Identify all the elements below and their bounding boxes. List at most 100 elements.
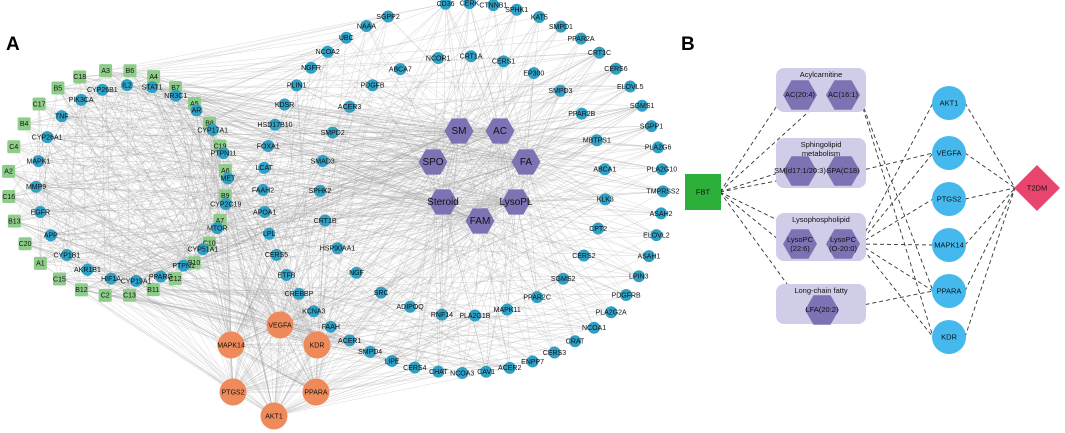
- edge: [183, 265, 317, 393]
- edge: [223, 152, 517, 203]
- edge: [296, 85, 318, 346]
- gene-circle: [468, 309, 481, 322]
- edge: [153, 76, 224, 154]
- core-target-label: VEGFA: [268, 322, 292, 329]
- edge: [8, 171, 350, 341]
- gene-label: LIPE: [384, 358, 400, 365]
- gene-label: ETFB: [278, 272, 296, 279]
- gene-label: CERS6: [604, 66, 627, 73]
- gene-label: PIK3CA: [69, 97, 94, 104]
- edge: [40, 211, 60, 280]
- gene-label: PPAR2C: [523, 295, 551, 302]
- metabolite-hexagon: [805, 295, 839, 325]
- edge: [230, 51, 328, 346]
- edge: [61, 116, 434, 163]
- metabolite-node-b4: B4: [17, 117, 31, 131]
- gene-node-faah2: FAAH2: [252, 183, 274, 196]
- gene-circle: [340, 31, 353, 44]
- gene-circle: [32, 155, 45, 168]
- edge: [47, 137, 154, 290]
- edge: [525, 161, 657, 236]
- gene-label: NCOR1: [426, 55, 451, 62]
- gene-circle: [319, 214, 332, 227]
- edge: [8, 171, 281, 326]
- gene-label: RNF14: [431, 312, 453, 319]
- metabolite-label: C2: [101, 293, 110, 300]
- edge: [13, 146, 41, 213]
- metabolite-node-a3: A3: [99, 64, 113, 78]
- edge: [50, 220, 481, 236]
- edge: [432, 57, 439, 163]
- edge: [13, 146, 234, 393]
- edge: [24, 123, 218, 229]
- gene-node-cyp51a1: CYP51A1: [187, 243, 218, 256]
- edge: [274, 124, 434, 163]
- gene-label: MAPK11: [494, 307, 521, 314]
- edge: [50, 70, 131, 236]
- metabolite-node-b5: B5: [51, 81, 65, 95]
- gene-circle: [81, 263, 94, 276]
- edge: [40, 130, 501, 213]
- gene-label: CRAT: [566, 339, 585, 346]
- gene-circle: [465, 50, 478, 63]
- edge: [81, 125, 652, 290]
- target-node-ppara: PPARA: [932, 274, 966, 308]
- edge: [316, 132, 333, 346]
- edge: [23, 123, 275, 417]
- edge: [499, 130, 657, 236]
- gene-label: CTNNB1: [479, 2, 507, 9]
- metabolite-group-long-chain-fatty-acid: Long-chain fattyacidLFA(20:2): [776, 284, 866, 325]
- gene-label: SMPD2: [321, 130, 345, 137]
- core-target-label: KDR: [310, 342, 325, 349]
- gene-label: SGPP1: [640, 123, 663, 130]
- edge: [316, 169, 605, 346]
- edge: [432, 161, 662, 170]
- gene-node-cd36: CD36: [437, 0, 455, 10]
- gene-circle: [554, 20, 567, 33]
- panel-b-edges: [719, 94, 1016, 338]
- edge: [194, 9, 517, 104]
- edge: [316, 125, 652, 346]
- edge: [14, 220, 88, 270]
- edge: [232, 352, 555, 393]
- edge: [61, 116, 130, 296]
- edge: [432, 161, 476, 316]
- edge: [14, 110, 197, 222]
- edge: [230, 26, 561, 346]
- gene-label: FOXA1: [257, 143, 280, 150]
- gene-node-chat: CHAT: [429, 365, 448, 378]
- edge: [315, 371, 439, 393]
- edge: [14, 87, 153, 222]
- gene-circle: [60, 249, 73, 262]
- edge: [298, 130, 501, 294]
- gene-node-pla2g2a: PLA2G2A: [596, 306, 627, 319]
- edge: [273, 90, 561, 417]
- gene-circle: [435, 308, 448, 321]
- gene-label: LCAT: [256, 165, 274, 172]
- edge: [209, 123, 662, 170]
- gene-label: KAT5: [531, 14, 548, 21]
- edge: [175, 86, 631, 88]
- edge: [81, 289, 281, 326]
- metabolite-node-a1: A1: [33, 256, 47, 270]
- gene-label: CERK: [460, 0, 480, 7]
- edge: [316, 220, 326, 346]
- edge: [515, 201, 538, 298]
- edge: [442, 90, 561, 203]
- edge: [57, 87, 318, 346]
- edge: [14, 220, 371, 353]
- edge: [57, 87, 184, 266]
- edge: [225, 201, 517, 205]
- gene-circle: [382, 10, 395, 23]
- metabolite-label: A3: [101, 68, 110, 75]
- gene-node-sgms2: SGMS2: [551, 272, 576, 285]
- edge: [194, 103, 487, 372]
- gene-node-enpp7: ENPP7: [521, 355, 544, 368]
- metabolite-square: [2, 190, 16, 204]
- edge-metabolite-target: [858, 198, 934, 245]
- gene-circle: [599, 193, 612, 206]
- edge: [40, 87, 153, 264]
- edge: [8, 171, 88, 270]
- edge: [57, 87, 228, 179]
- gene-node-ubc: UBC: [339, 31, 354, 44]
